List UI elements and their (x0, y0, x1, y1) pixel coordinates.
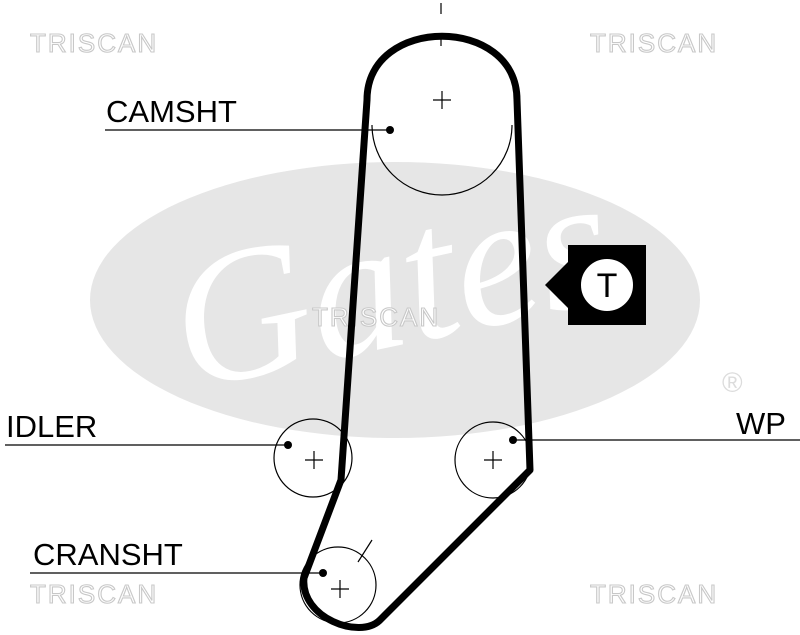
center-mark-icon (305, 451, 323, 469)
center-mark-icon (484, 451, 502, 469)
camshaft-label: CAMSHT (106, 94, 237, 129)
watermark-top-left: TRISCAN (30, 28, 158, 58)
watermark-center: TRISCAN (312, 302, 440, 332)
camshaft-dot (386, 126, 394, 134)
watermark-bottom-left: TRISCAN (30, 579, 158, 609)
water-pump-label: WP (736, 406, 786, 441)
crankshaft-label: CRANSHT (33, 537, 183, 572)
registered-mark: ® (722, 367, 743, 398)
tensioner-marker: T (545, 245, 646, 325)
crankshaft-dot (319, 569, 327, 577)
timing-belt (300, 32, 534, 631)
tensioner-label: T (597, 267, 618, 305)
center-mark-icon (433, 91, 451, 109)
idler-dot (284, 441, 292, 449)
watermark-top-right: TRISCAN (590, 28, 718, 58)
center-mark-icon (331, 580, 349, 598)
idler-pulley (273, 418, 353, 498)
water-pump-dot (509, 436, 517, 444)
watermark-bottom-right: TRISCAN (590, 579, 718, 609)
idler-label: IDLER (6, 409, 97, 444)
